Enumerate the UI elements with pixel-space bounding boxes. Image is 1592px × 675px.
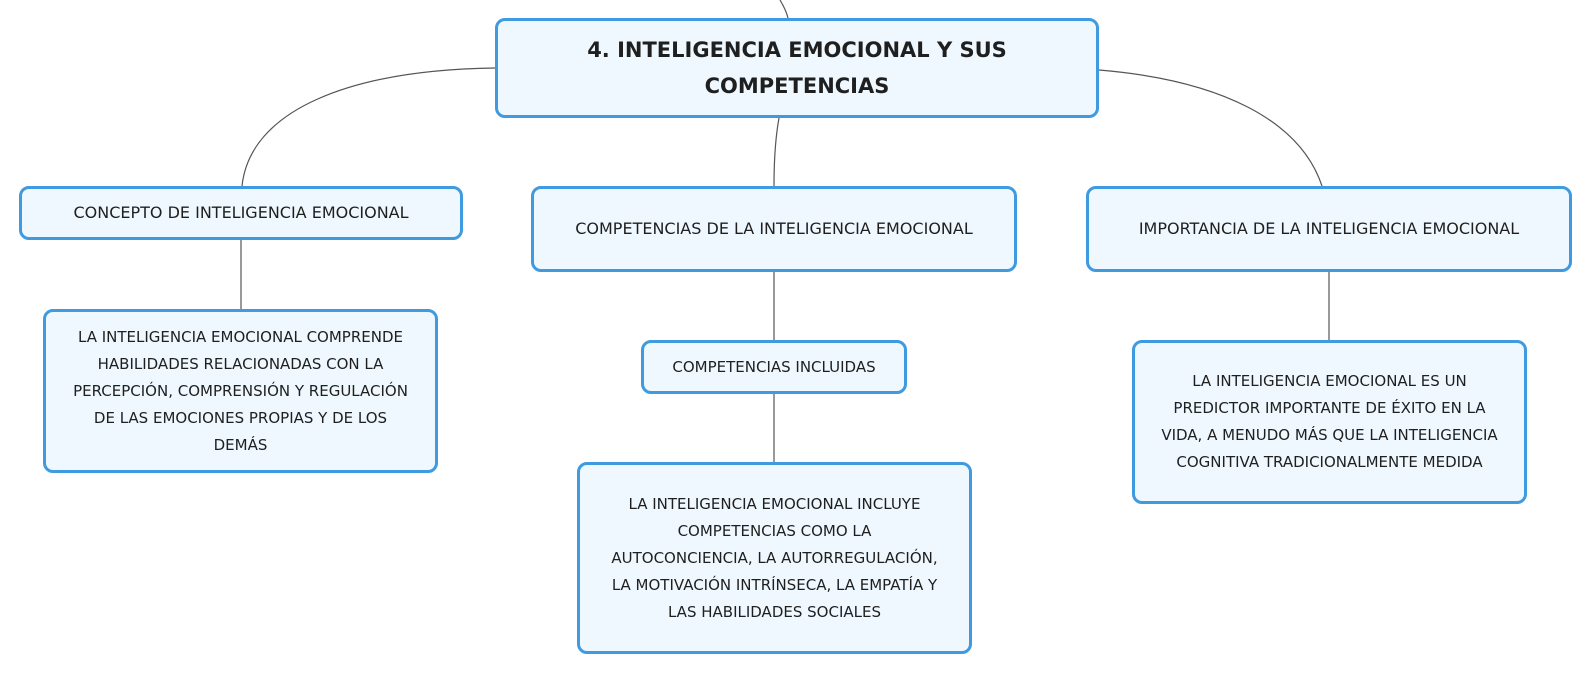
text-line: LA INTELIGENCIA EMOCIONAL INCLUYE xyxy=(628,494,921,513)
text-line: VIDA, A MENUDO MÁS QUE LA INTELIGENCIA xyxy=(1161,426,1498,444)
text-line: AUTOCONCIENCIA, LA AUTORREGULACIÓN, xyxy=(611,548,938,567)
subtopic-competencias-text: LA INTELIGENCIA EMOCIONAL INCLUYE COMPET… xyxy=(611,491,937,626)
root-title-line-2: COMPETENCIAS xyxy=(704,74,890,98)
subtopic-importancia-detail[interactable]: LA INTELIGENCIA EMOCIONAL ES UN PREDICTO… xyxy=(1132,340,1527,504)
text-line: COGNITIVA TRADICIONALMENTE MEDIDA xyxy=(1176,453,1483,471)
connector-parent-to-root xyxy=(779,0,789,19)
subtopic-competencias-incluidas[interactable]: COMPETENCIAS INCLUIDAS xyxy=(641,340,907,394)
subtopic-incluidas-label: COMPETENCIAS INCLUIDAS xyxy=(672,358,876,376)
text-line: DEMÁS xyxy=(213,435,268,454)
text-line: PERCEPCIÓN, COMPRENSIÓN Y REGULACIÓN xyxy=(73,381,408,400)
root-topic-node[interactable]: 4. INTELIGENCIA EMOCIONAL Y SUS COMPETEN… xyxy=(495,18,1099,118)
subtopic-concepto-detail[interactable]: LA INTELIGENCIA EMOCIONAL COMPRENDE HABI… xyxy=(43,309,438,473)
subtopic-competencias-detail[interactable]: LA INTELIGENCIA EMOCIONAL INCLUYE COMPET… xyxy=(577,462,972,654)
root-title-line-1: 4. INTELIGENCIA EMOCIONAL Y SUS xyxy=(587,38,1007,62)
text-line: PREDICTOR IMPORTANTE DE ÉXITO EN LA xyxy=(1173,399,1486,417)
connector-root-to-competencias xyxy=(773,117,780,187)
topic-importancia[interactable]: IMPORTANCIA DE LA INTELIGENCIA EMOCIONAL xyxy=(1086,186,1572,272)
topic-importancia-label: IMPORTANCIA DE LA INTELIGENCIA EMOCIONAL xyxy=(1138,219,1520,238)
root-topic-title: 4. INTELIGENCIA EMOCIONAL Y SUS COMPETEN… xyxy=(587,32,1007,104)
text-line: COMPETENCIAS COMO LA xyxy=(677,521,872,540)
topic-concepto-label: CONCEPTO DE INTELIGENCIA EMOCIONAL xyxy=(73,203,409,222)
text-line: DE LAS EMOCIONES PROPIAS Y DE LOS xyxy=(93,408,388,427)
text-line: HABILIDADES RELACIONADAS CON LA xyxy=(97,354,384,373)
connector-root-to-importancia xyxy=(1098,69,1323,187)
text-line: LAS HABILIDADES SOCIALES xyxy=(667,602,881,621)
text-line: LA INTELIGENCIA EMOCIONAL ES UN xyxy=(1192,372,1467,390)
topic-competencias-label: COMPETENCIAS DE LA INTELIGENCIA EMOCIONA… xyxy=(575,219,973,238)
topic-competencias[interactable]: COMPETENCIAS DE LA INTELIGENCIA EMOCIONA… xyxy=(531,186,1017,272)
text-line: LA INTELIGENCIA EMOCIONAL COMPRENDE xyxy=(78,327,403,346)
subtopic-importancia-text: LA INTELIGENCIA EMOCIONAL ES UN PREDICTO… xyxy=(1161,368,1497,476)
topic-concepto[interactable]: CONCEPTO DE INTELIGENCIA EMOCIONAL xyxy=(19,186,463,240)
connector-root-to-concepto xyxy=(241,67,496,187)
subtopic-concepto-text: LA INTELIGENCIA EMOCIONAL COMPRENDE HABI… xyxy=(73,324,408,459)
text-line: LA MOTIVACIÓN INTRÍNSECA, LA EMPATÍA Y xyxy=(611,575,938,594)
